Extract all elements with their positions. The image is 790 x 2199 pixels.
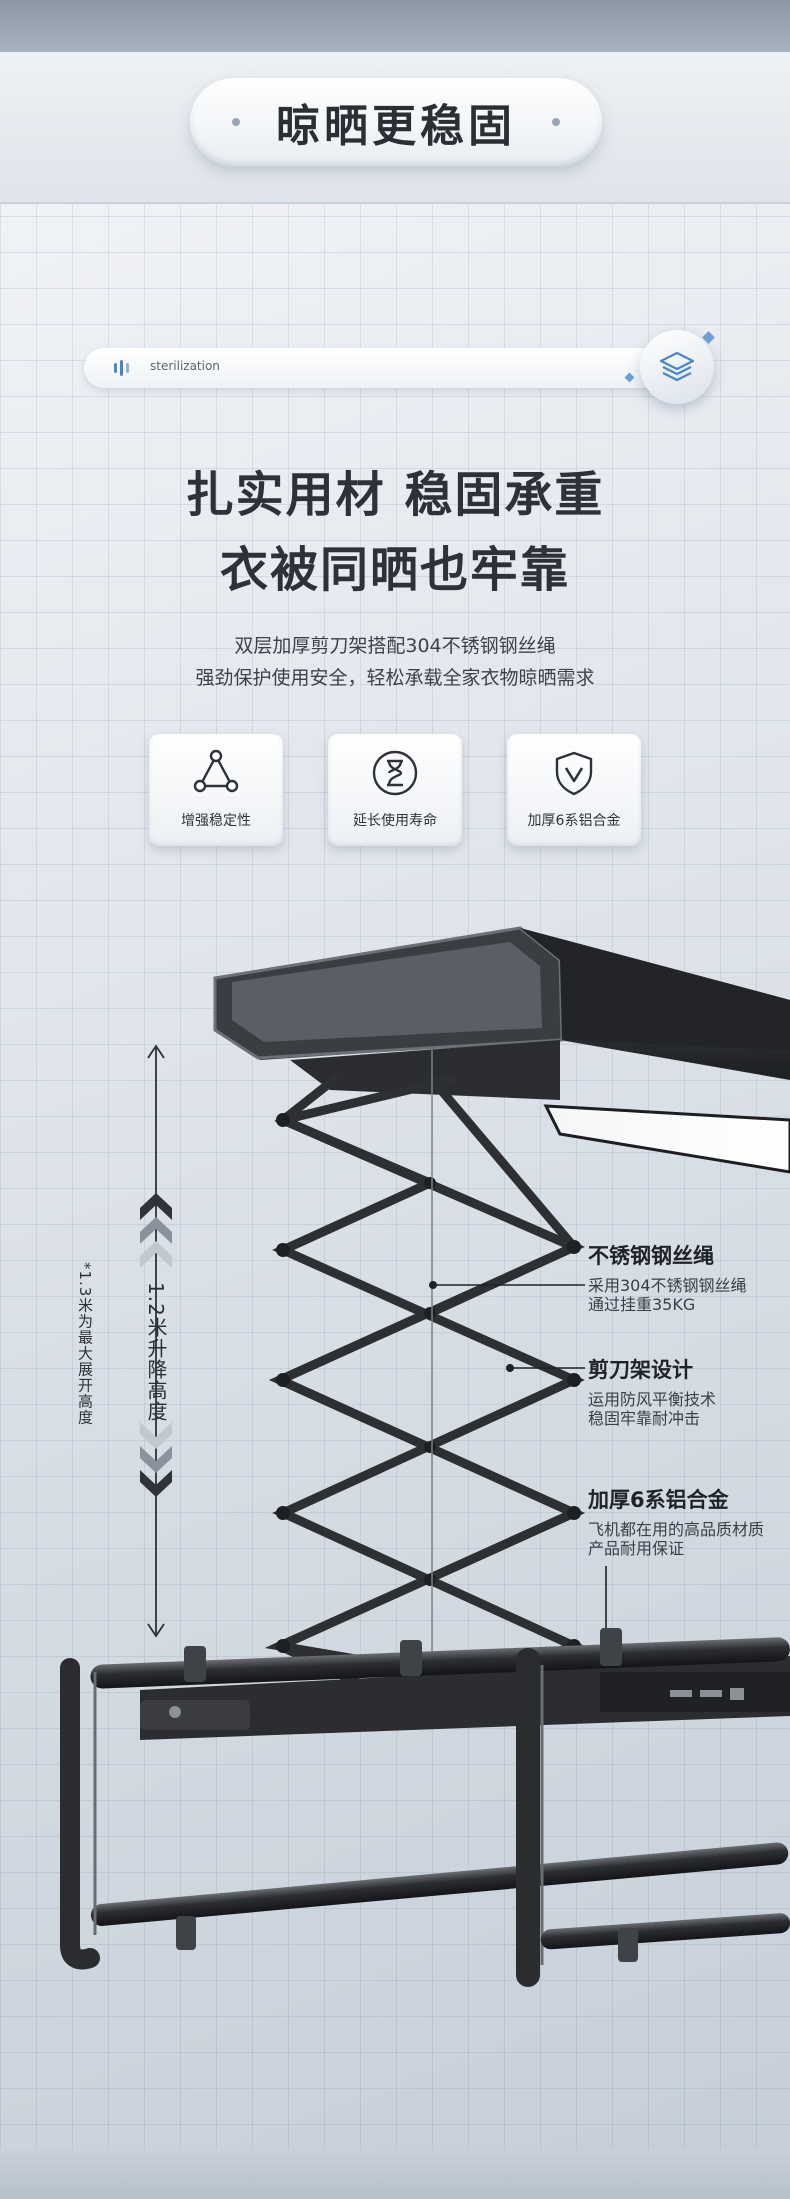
callout-title-alloy: 加厚6系铝合金 [588, 1488, 729, 1512]
chevron-up-icon [140, 1193, 172, 1268]
shield-check-icon [555, 751, 593, 796]
feature-card-lifespan: 延长使用寿命 [328, 734, 462, 846]
lift-height-label: 1.2米升降高度 [144, 1282, 168, 1422]
callout-title-scissor: 剪刀架设计 [588, 1358, 693, 1382]
signal-bars-icon [114, 360, 130, 376]
feature-card-stability: 增强稳定性 [149, 734, 283, 846]
feature-card-alloy: 加厚6系铝合金 [507, 734, 641, 846]
headline-line-1: 扎实用材 稳固承重 [185, 467, 605, 523]
hourglass-icon [372, 750, 418, 796]
callout-text-alloy-2: 产品耐用保证 [588, 1539, 685, 1558]
callout-title-wire: 不锈钢钢丝绳 [588, 1244, 714, 1268]
pill-dot-right [552, 118, 560, 126]
callout-text-wire-2: 通过挂重35KG [588, 1295, 696, 1314]
top-strip [0, 0, 790, 52]
subtitle-line-2: 强劲保护使用安全，轻松承载全家衣物晾晒需求 [195, 667, 595, 689]
pill-dot-left [232, 118, 240, 126]
max-height-note: *1.3米为最大展开高度 [76, 1262, 94, 1426]
bottom-band [0, 2150, 790, 2199]
scissor-arm [264, 1070, 586, 1705]
triangle-nodes-icon [193, 749, 239, 793]
callout-text-alloy-1: 飞机都在用的高品质材质 [588, 1520, 765, 1539]
sterilization-bar: sterilization [84, 348, 706, 388]
callout-text-scissor-2: 稳固牢靠耐冲击 [588, 1409, 701, 1428]
chevron-down-icon [140, 1422, 172, 1497]
headline-line-2: 衣被同晒也牢靠 [219, 542, 570, 598]
callout-text-scissor-1: 运用防风平衡技术 [588, 1390, 717, 1409]
title-pill: 晾晒更稳固 [190, 78, 602, 166]
subtitle-line-1: 双层加厚剪刀架搭配304不锈钢钢丝绳 [234, 635, 556, 657]
callout-text-wire-1: 采用304不锈钢钢丝绳 [588, 1276, 747, 1295]
feature-label: 延长使用寿命 [353, 813, 437, 829]
page-title: 晾晒更稳固 [276, 101, 516, 152]
motor-housing [213, 926, 790, 1174]
drying-rack-frame [60, 1628, 790, 1987]
layers-icon [640, 330, 714, 404]
feature-label: 加厚6系铝合金 [527, 813, 621, 829]
height-arrow [147, 1044, 165, 1638]
sterilization-label: sterilization [150, 359, 220, 373]
feature-label: 增强稳定性 [181, 813, 251, 829]
